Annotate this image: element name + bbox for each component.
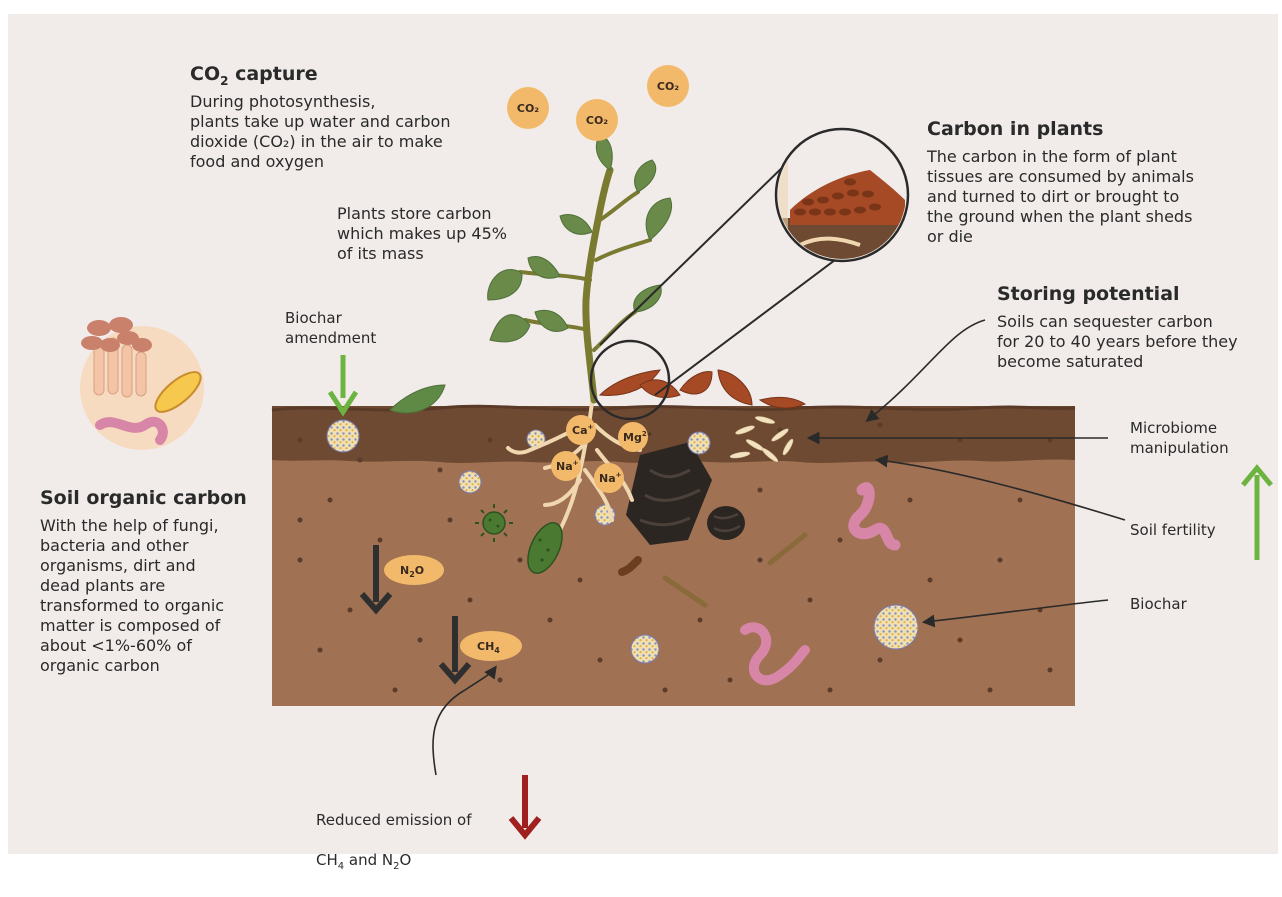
biochar-label: Biochar: [1130, 594, 1187, 614]
carbon-in-plants-title: Carbon in plants: [927, 118, 1103, 140]
reduced-emission-line2: CH4 and N2O: [316, 850, 472, 877]
red-arrow-reduced-emission: [511, 775, 539, 835]
reduced-emission-line1: Reduced emission of: [316, 810, 472, 830]
microbiome-manipulation-label: Microbiome manipulation: [1130, 418, 1229, 458]
co2-capture-title: CO2 capture: [190, 63, 318, 92]
reduced-emission-label: Reduced emission of CH4 and N2O: [316, 790, 472, 897]
dead-leaves: [600, 370, 805, 408]
co2-bubbles: CO₂ CO₂ CO₂: [507, 65, 689, 141]
co2-bubble-1-label: CO₂: [517, 102, 539, 115]
co2-capture-body: During photosynthesis, plants take up wa…: [190, 92, 490, 172]
carbon-in-plants-body: The carbon in the form of plant tissues …: [927, 147, 1237, 247]
co2-bubble-3-label: CO₂: [657, 80, 679, 93]
plants-store-text: Plants store carbon which makes up 45% o…: [337, 204, 537, 264]
green-arrow-soil-fertility: [1243, 468, 1271, 560]
biochar-amendment-label: Biochar amendment: [285, 308, 376, 348]
green-arrow-biochar-amendment: [330, 355, 356, 412]
co2-bubble-2-label: CO₂: [586, 114, 608, 127]
infographic: CO₂ CO₂ CO₂ Ca+ Mg2+ Na+ Na+ N2O CH4: [0, 0, 1282, 860]
soil-organic-carbon-title: Soil organic carbon: [40, 487, 247, 509]
fungi-icon: [80, 317, 207, 450]
soil-organic-carbon-body: With the help of fungi, bacteria and oth…: [40, 516, 255, 676]
storing-potential-title: Storing potential: [997, 283, 1180, 305]
biochar-lump: [707, 506, 745, 540]
soil-fertility-label: Soil fertility: [1130, 520, 1216, 540]
plant-stem: [520, 170, 650, 400]
storing-potential-body: Soils can sequester carbon for 20 to 40 …: [997, 312, 1272, 372]
